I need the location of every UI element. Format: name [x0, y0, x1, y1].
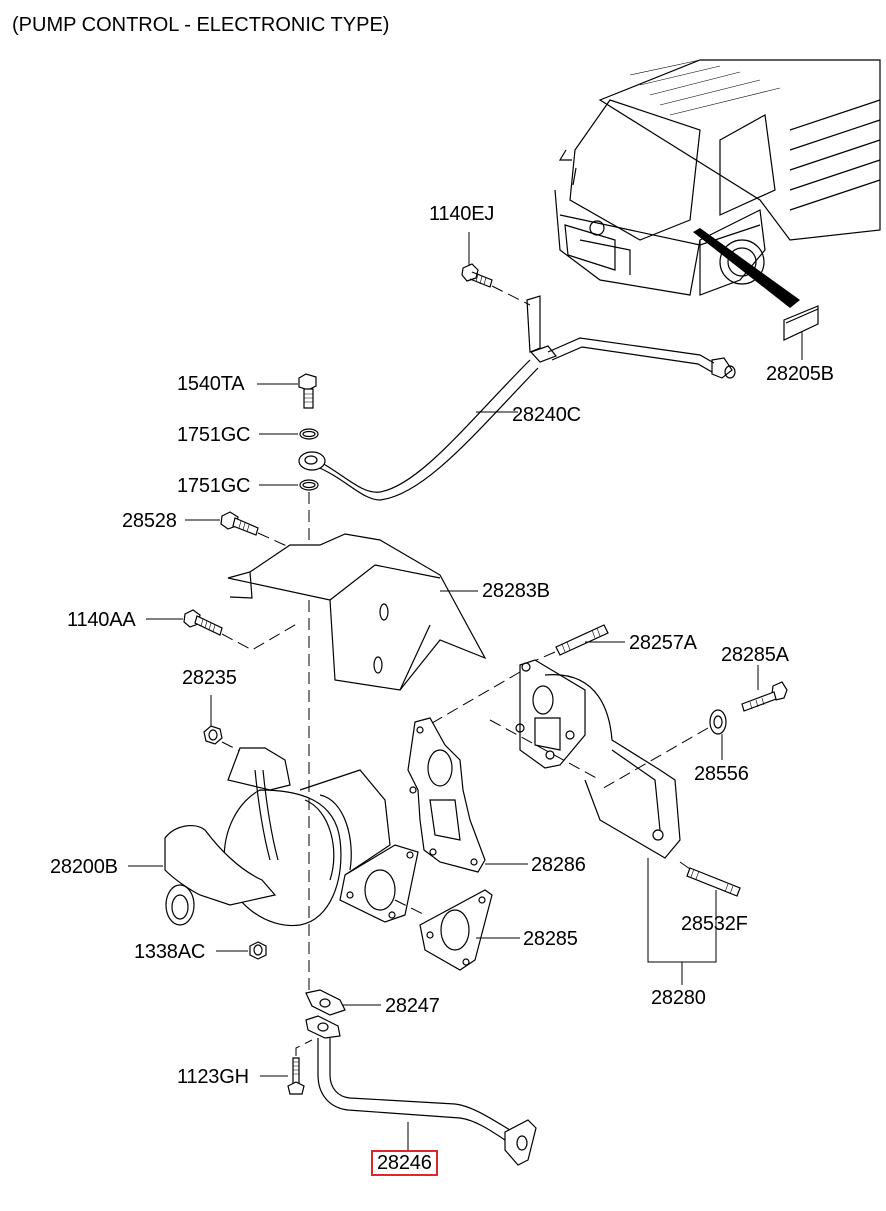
label-1751GC-upper[interactable]: 1751GC [177, 424, 251, 446]
part-1751GC-gaskets [259, 428, 319, 990]
diagram-title: (PUMP CONTROL - ELECTRONIC TYPE) [12, 14, 390, 36]
part-28283B-heat-protector [227, 533, 487, 691]
part-28240C-oil-feed-pipe [298, 295, 736, 501]
part-28257A-stud [524, 624, 625, 666]
label-28280[interactable]: 28280 [651, 987, 706, 1009]
label-28285[interactable]: 28285 [523, 928, 578, 950]
part-1540TA-bolt [257, 373, 317, 409]
part-1338AC-nut [216, 941, 267, 960]
part-28200B-turbocharger [128, 747, 426, 927]
label-1140AA[interactable]: 1140AA [67, 609, 136, 631]
label-28247[interactable]: 28247 [385, 995, 440, 1017]
part-1123GH-bolt [260, 1039, 313, 1095]
part-28286-gasket [407, 717, 528, 873]
label-28240C[interactable]: 28240C [512, 404, 581, 426]
label-1140EJ[interactable]: 1140EJ [429, 203, 495, 225]
part-28246-oil-drain-pipe [305, 1015, 537, 1166]
label-1751GC-lower[interactable]: 1751GC [177, 475, 251, 497]
label-28532F[interactable]: 28532F [681, 913, 748, 935]
part-28285A-bolt [741, 665, 788, 712]
label-28257A[interactable]: 28257A [629, 632, 697, 654]
part-28528-bolt [185, 511, 301, 553]
label-1540TA[interactable]: 1540TA [177, 373, 245, 395]
label-28235[interactable]: 28235 [182, 667, 237, 689]
part-28280-exhaust-manifold [419, 659, 717, 985]
label-28283B[interactable]: 28283B [482, 580, 550, 602]
part-28247-gasket [305, 989, 381, 1016]
label-1123GH[interactable]: 1123GH [177, 1066, 249, 1088]
part-1140EJ-bolt [461, 232, 531, 306]
label-28205B[interactable]: 28205B [766, 363, 834, 385]
part-28532F-stud [679, 861, 741, 897]
part-28556-washer [599, 709, 727, 791]
part-1140AA-bolt [146, 609, 301, 651]
label-28285A[interactable]: 28285A [721, 644, 789, 666]
truck-illustration [554, 59, 881, 308]
label-28200B[interactable]: 28200B [50, 856, 118, 878]
label-1338AC[interactable]: 1338AC [134, 941, 206, 963]
part-28205B-label [783, 305, 819, 360]
label-28556[interactable]: 28556 [694, 763, 749, 785]
label-28528[interactable]: 28528 [122, 510, 177, 532]
part-28285-gasket [419, 889, 520, 971]
label-28286[interactable]: 28286 [531, 854, 586, 876]
label-28246-highlighted[interactable]: 28246 [371, 1150, 438, 1176]
